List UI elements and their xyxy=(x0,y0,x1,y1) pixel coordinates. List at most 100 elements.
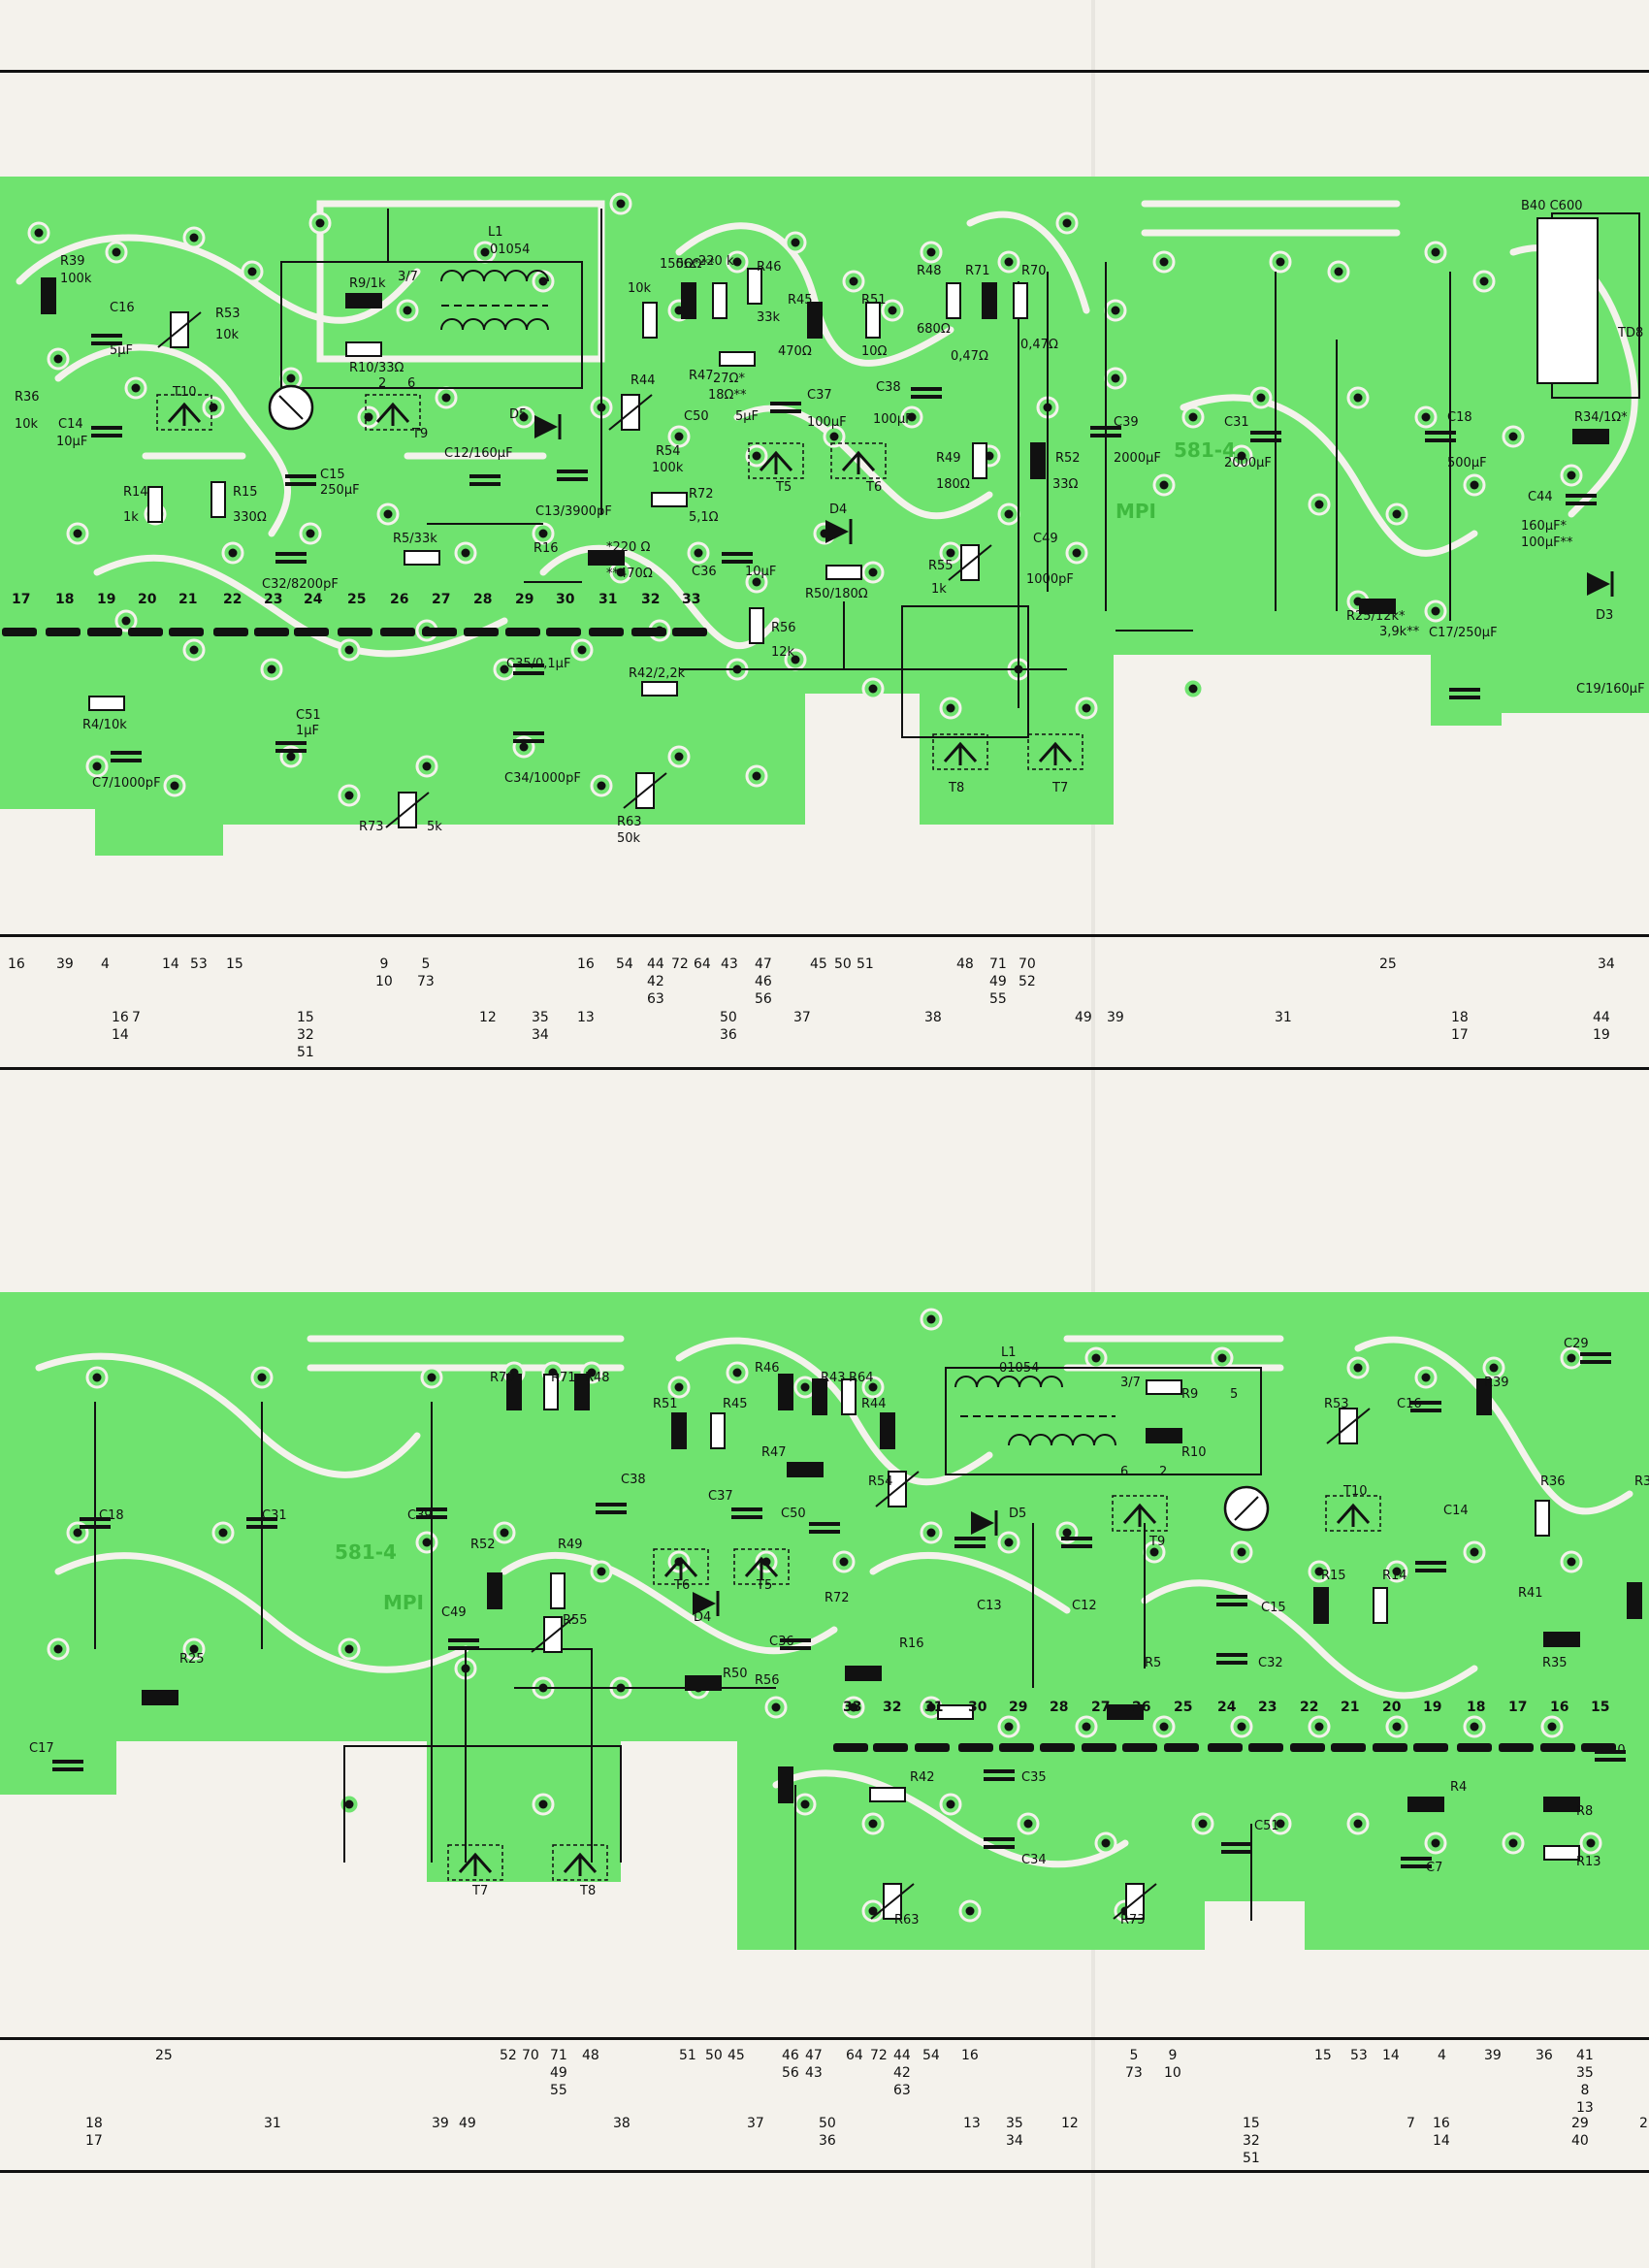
coil-l1-turn-a-1 xyxy=(976,1376,999,1388)
pad-33 xyxy=(752,451,761,461)
component-label: C34/1000pF xyxy=(504,771,581,786)
pad-63 xyxy=(1470,480,1479,490)
resistor-body-9 xyxy=(787,1462,824,1477)
pad-64 xyxy=(1567,470,1576,480)
trace-channel-4 xyxy=(1354,1336,1633,1515)
component-label: R9/1k xyxy=(349,276,386,291)
pad-18 xyxy=(218,1528,228,1538)
pad-64 xyxy=(538,1799,548,1809)
component-label: 100k xyxy=(652,461,684,475)
component-label: C49 xyxy=(441,1605,467,1620)
pin-bar-13 xyxy=(546,628,581,636)
rectifier-block xyxy=(1536,217,1599,384)
resistor-body-0 xyxy=(41,277,56,314)
pad-56 xyxy=(946,548,955,558)
resistor-body-4 xyxy=(345,341,382,357)
resistor-body-7 xyxy=(841,1378,857,1415)
component-label: R71 xyxy=(551,1371,576,1385)
pad-55 xyxy=(868,567,878,577)
component-label: T8 xyxy=(949,781,965,795)
transistor-outline-1 xyxy=(365,394,421,431)
pin-number: 17 xyxy=(12,592,31,607)
coil-l1-turn-a-0 xyxy=(954,1376,978,1388)
resistor-body-23 xyxy=(88,696,125,711)
transistor-outline-3 xyxy=(1325,1495,1381,1532)
component-label: R39 xyxy=(60,254,85,269)
pin-number: 23 xyxy=(1258,1700,1277,1715)
transistor-symbol-3 xyxy=(841,450,876,474)
component-label: 1µF xyxy=(296,724,320,738)
pad-11 xyxy=(791,238,800,247)
component-label: 220 k xyxy=(698,254,734,269)
component-label: C37 xyxy=(708,1489,733,1504)
coil-l1-turn-a-3 xyxy=(1018,1376,1042,1388)
component-label: 250µF xyxy=(320,483,360,498)
pad-16 xyxy=(1062,218,1072,228)
pin-bar-17 xyxy=(1540,1743,1575,1752)
component-label: R5/33k xyxy=(393,532,437,546)
index-entry: 44 42 63 xyxy=(893,2048,911,2098)
component-label: C31 xyxy=(1224,415,1249,430)
pin-number: 24 xyxy=(304,592,323,607)
pad-30 xyxy=(519,412,529,422)
component-label: 2 xyxy=(378,376,387,391)
index-entry: 70 xyxy=(522,2048,539,2063)
index-entry: 71 49 55 xyxy=(550,2048,567,2098)
pin-bar-0 xyxy=(833,1743,868,1752)
component-label: 2000µF xyxy=(1114,451,1161,466)
resistor-body-9 xyxy=(807,302,823,339)
component-label: D5 xyxy=(1009,1507,1027,1521)
pad-19 xyxy=(422,1538,432,1547)
transistor-outline-3 xyxy=(830,442,887,479)
component-label: T10 xyxy=(1343,1484,1368,1499)
pad-13 xyxy=(1353,1363,1363,1373)
component-label: C15 xyxy=(320,468,345,482)
component-label: 01054 xyxy=(490,243,531,257)
component-label: 27Ω* xyxy=(713,372,745,386)
index-entry: 45 xyxy=(810,956,827,972)
component-label: 500µF xyxy=(1447,456,1487,470)
pad-44 xyxy=(73,529,82,538)
index-entry: 39 xyxy=(432,2116,449,2131)
pad-18 xyxy=(1159,257,1169,267)
index-entry: 14 xyxy=(162,956,179,972)
board-outline xyxy=(0,1292,1649,1950)
pad-65 xyxy=(868,1906,878,1916)
component-label: 33k xyxy=(757,310,781,325)
component-label: TD8 xyxy=(1618,326,1644,340)
component-label: 5µF xyxy=(110,343,134,358)
pad-41 xyxy=(771,1702,781,1712)
component-label: 6 xyxy=(1120,1465,1129,1479)
pin-number: 33 xyxy=(682,592,701,607)
component-label: R48 xyxy=(917,264,942,278)
transistor-symbol-1 xyxy=(375,402,410,426)
component-label: 5 xyxy=(1230,1387,1239,1402)
component-label: C51 xyxy=(1254,1819,1279,1833)
transistor-symbol-2 xyxy=(759,450,793,474)
component-label: R48 xyxy=(585,1371,610,1385)
component-label: C44 xyxy=(1528,490,1553,504)
index-entry: 39 xyxy=(1107,1010,1124,1025)
pad-50 xyxy=(1470,1722,1479,1732)
component-label: R51 xyxy=(653,1397,678,1411)
pad-7 xyxy=(732,1368,742,1377)
board-watermark-logo: MPI xyxy=(1116,500,1157,523)
coil-l1-turn-a-4 xyxy=(526,270,549,282)
component-label: 2000µF xyxy=(1224,456,1272,470)
resistor-body-5 xyxy=(642,302,658,339)
pad-79 xyxy=(1188,684,1198,694)
trace-channel-9 xyxy=(772,1769,1129,1868)
component-label: R50 xyxy=(723,1667,748,1681)
component-label: R53 xyxy=(215,307,241,321)
pad-35 xyxy=(907,412,917,422)
pad-8 xyxy=(800,1382,810,1392)
component-label: C34 xyxy=(1021,1853,1047,1867)
rule-bottom xyxy=(0,2170,1649,2173)
component-label: C13 xyxy=(977,1599,1002,1613)
index-entry: 70 52 xyxy=(1018,956,1036,989)
pin-number: 20 xyxy=(138,592,157,607)
component-label: R25/12k* xyxy=(1346,609,1406,624)
resistor-body-13 xyxy=(1535,1500,1550,1537)
resistor-body-24 xyxy=(778,1766,793,1803)
pad-43 xyxy=(1508,432,1518,441)
